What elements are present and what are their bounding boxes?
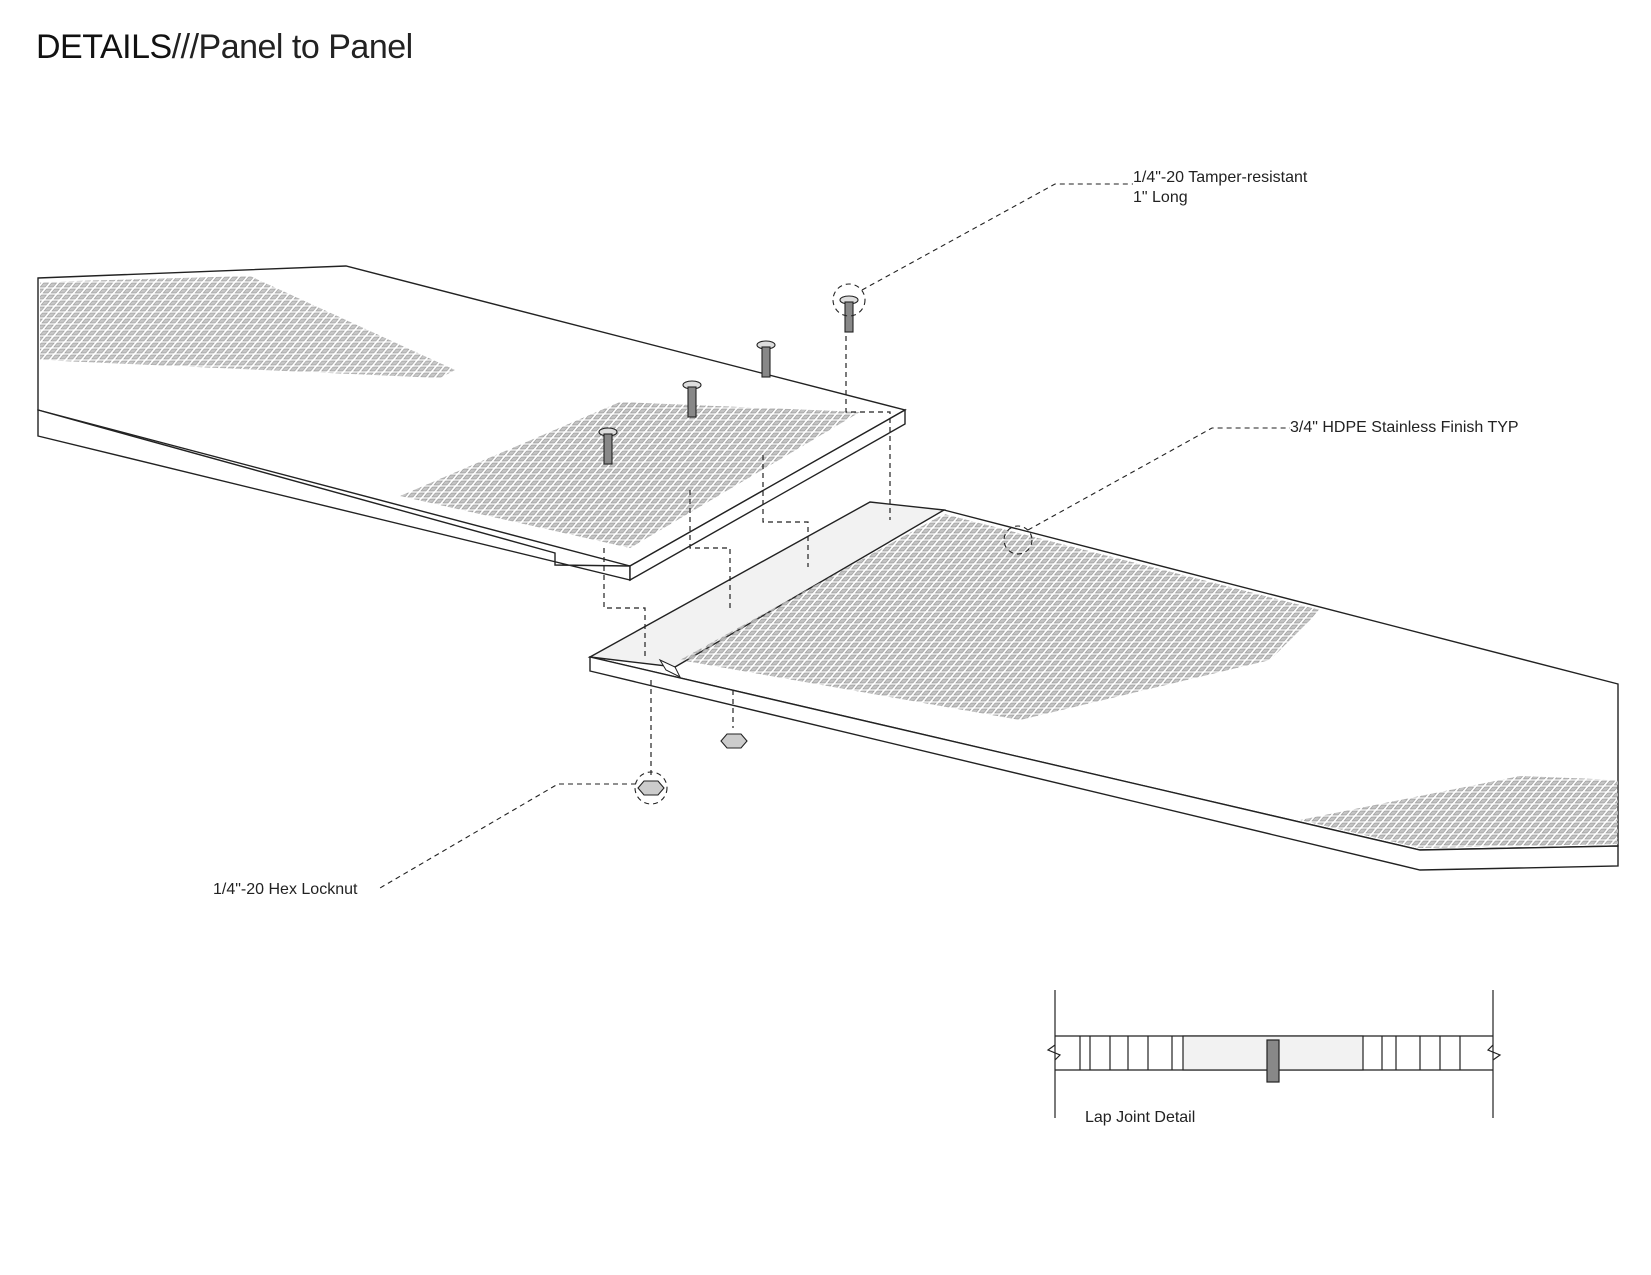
title-separator: /// (171, 28, 199, 66)
path-bolt-1 (603, 548, 646, 660)
upper-panel-end-face (629, 408, 906, 582)
path-bolt-2 (689, 490, 731, 610)
section-bolt (1266, 1039, 1280, 1083)
lower-panel-cells-bottom (1300, 776, 1618, 848)
finish-leader-line (1027, 427, 1290, 531)
lap-joint-section (1046, 990, 1502, 1118)
screw-callout-label-line1: 1/4"-20 Tamper-resistant (1133, 169, 1308, 186)
callout-leaders (379, 183, 1290, 889)
finish-callout-circle (1003, 525, 1033, 555)
lower-panel-side-face (589, 656, 1619, 871)
lower-panel (587, 501, 1619, 871)
section-ribs (1079, 1036, 1461, 1070)
locknut-callout-label: 1/4"-20 Hex Locknut (213, 881, 358, 898)
screws (598, 295, 859, 465)
hex-locknut-2 (720, 733, 748, 749)
screw-3 (756, 340, 776, 378)
screw-2 (682, 380, 702, 418)
lap-joint-caption: Lap Joint Detail (1085, 1109, 1196, 1126)
break-left (1046, 1044, 1062, 1061)
upper-panel-cells-right (400, 402, 860, 548)
title-main: DETAILS (36, 28, 172, 66)
path-bolt-4 (845, 327, 891, 520)
upper-panel-cells-left (40, 276, 455, 378)
locknut-leader-line (379, 783, 636, 889)
page-title: DETAILS///Panel to Panel (36, 28, 413, 67)
screw-leader-line (861, 183, 1133, 291)
screw-callout-label-line2: 1" Long (1133, 189, 1188, 206)
lap-groove (658, 658, 682, 679)
upper-panel (37, 265, 907, 582)
screw-4 (839, 295, 859, 333)
locknuts (637, 733, 748, 796)
lap-strip-top (587, 501, 947, 668)
screw-1 (598, 427, 618, 465)
break-right (1486, 1044, 1502, 1061)
fastener-paths (603, 327, 891, 775)
hex-locknut-1 (637, 780, 665, 796)
screw-callout-circle (832, 283, 866, 317)
finish-callout-label: 3/4" HDPE Stainless Finish TYP (1290, 419, 1519, 436)
locknut-callout-circle (634, 771, 668, 805)
title-subtitle: Panel to Panel (198, 28, 414, 66)
lower-panel-cells-main (680, 514, 1320, 720)
